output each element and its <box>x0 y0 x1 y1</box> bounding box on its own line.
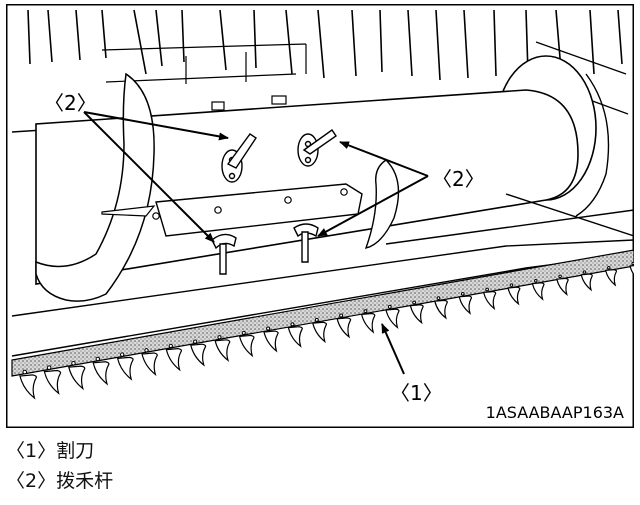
strip-bolts <box>152 188 348 220</box>
cutter-bar <box>11 249 634 377</box>
knife-rivet <box>387 304 392 309</box>
knife-section <box>190 343 207 367</box>
knife-rivet <box>436 296 441 301</box>
knife-rivet <box>168 343 173 349</box>
knife-rivet <box>217 335 222 340</box>
leader-1 <box>381 323 405 375</box>
knife-rivet <box>558 274 562 279</box>
knife-rivet <box>95 356 101 362</box>
knife-section <box>458 295 473 315</box>
auger-flight-left-blade <box>101 205 156 217</box>
knife-section <box>43 369 62 395</box>
legend-row-1: 〈1〉割刀 <box>6 436 634 466</box>
knife-rivet <box>22 369 28 375</box>
leader-2-left-lower <box>83 111 215 243</box>
legend-text-1: 割刀 <box>56 440 95 462</box>
knife-rivet <box>290 322 295 327</box>
knife-rivet <box>485 287 489 292</box>
knife-rivet <box>460 291 465 296</box>
knife-section <box>482 290 497 311</box>
knife-section <box>238 334 255 358</box>
leader-lines <box>83 111 429 375</box>
knife-section <box>116 356 134 381</box>
auger-end-rim-right <box>575 73 610 217</box>
knife-rivet <box>582 270 587 274</box>
knife-rivet <box>46 365 52 370</box>
mounting-strip <box>155 183 363 237</box>
knife-section <box>507 286 521 306</box>
legend-key-2: 〈2〉 <box>6 470 57 492</box>
knife-section <box>336 317 352 339</box>
knife-rivet <box>363 309 368 314</box>
knife-rivet <box>412 300 417 305</box>
knife-section <box>360 312 376 334</box>
knife-rivet <box>193 339 198 344</box>
knife-rivet <box>119 352 125 357</box>
knife-section <box>287 326 303 348</box>
knife-rivet <box>266 326 271 331</box>
knife-section <box>531 282 545 301</box>
knife-section <box>92 361 110 386</box>
knife-section <box>629 265 634 276</box>
reel-frame <box>101 41 629 115</box>
auger-flight-left <box>35 72 155 302</box>
knife-section <box>556 277 569 297</box>
knife-section <box>214 339 231 362</box>
knife-section <box>19 374 37 400</box>
knife-section <box>165 347 183 372</box>
knife-section <box>604 269 618 287</box>
reel-tines <box>27 9 623 83</box>
top-knobs <box>211 95 287 111</box>
auger-flight-center <box>364 159 400 249</box>
image-code: 1ASAABAAP163A <box>486 403 624 422</box>
retractable-fingers <box>211 129 337 275</box>
legend: 〈1〉割刀 〈2〉拨禾杆 <box>6 436 634 496</box>
knife-section <box>141 352 158 377</box>
header-table <box>11 193 634 357</box>
knife-rivet <box>314 317 319 322</box>
knife-rivet <box>71 361 76 366</box>
legend-key-1: 〈1〉 <box>6 440 57 462</box>
knife-rivet <box>144 348 149 353</box>
callout-label-2-left: 〈2〉 <box>44 91 97 115</box>
technical-illustration: 〈2〉 〈2〉 〈1〉 1ASAABAAP163A <box>6 4 634 428</box>
knife-rivet <box>607 266 611 270</box>
leader-2-left-upper <box>83 111 229 141</box>
knife-rivet <box>509 283 514 287</box>
leader-2-right-lower <box>317 175 429 237</box>
knife-rivet <box>534 279 538 283</box>
knife-rivet <box>339 313 344 318</box>
knife-section <box>434 299 448 320</box>
leader-2-right-upper <box>339 141 429 177</box>
knife-section <box>409 304 424 325</box>
knife-section <box>263 330 279 353</box>
knife-rivet <box>631 261 634 266</box>
legend-row-2: 〈2〉拨禾杆 <box>6 466 634 496</box>
knife-section <box>580 273 593 292</box>
legend-text-2: 拨禾杆 <box>56 470 114 492</box>
knife-rivet <box>241 330 246 335</box>
callout-label-1: 〈1〉 <box>390 381 443 405</box>
callout-label-2-right: 〈2〉 <box>432 167 485 191</box>
knife-section <box>312 321 328 344</box>
knife-sections <box>19 261 634 400</box>
knife-section <box>385 308 400 330</box>
knife-section <box>68 365 86 391</box>
